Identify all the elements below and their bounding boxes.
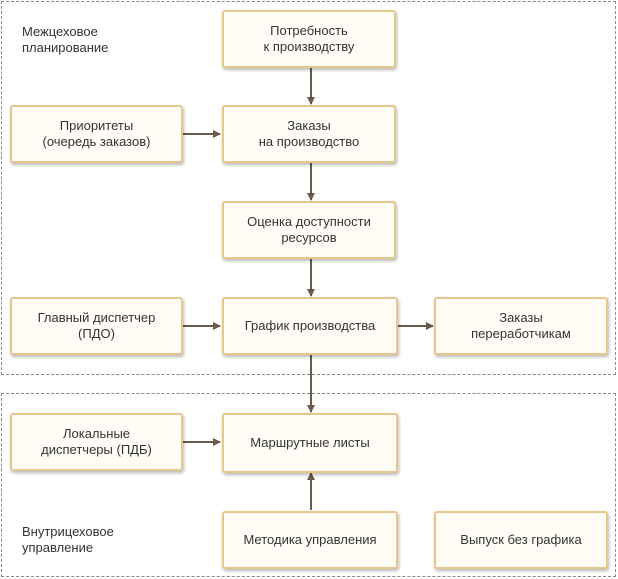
inter-shop-planning-region xyxy=(1,1,616,375)
intra-shop-management-label: Внутрицеховое управление xyxy=(22,524,114,555)
production-schedule-box: График производства xyxy=(222,297,398,355)
production-orders-box: Заказы на производство xyxy=(222,105,396,163)
inter-shop-planning-label: Межцеховое планирование xyxy=(22,24,109,55)
subcontractor-orders-box: Заказы переработчикам xyxy=(434,297,608,355)
route-sheets-box: Маршрутные листы xyxy=(222,413,398,473)
resource-availability-box: Оценка доступности ресурсов xyxy=(222,201,396,259)
local-dispatchers-box: Локальные диспетчеры (ПДБ) xyxy=(10,413,183,471)
management-method-box: Методика управления xyxy=(222,511,398,569)
chief-dispatcher-box: Главный диспетчер (ПДО) xyxy=(10,297,183,355)
priorities-box: Приоритеты (очередь заказов) xyxy=(10,105,183,163)
unscheduled-output-box: Выпуск без графика xyxy=(434,511,608,569)
intra-shop-management-region xyxy=(1,393,616,577)
production-need-box: Потребность к производству xyxy=(222,10,396,68)
